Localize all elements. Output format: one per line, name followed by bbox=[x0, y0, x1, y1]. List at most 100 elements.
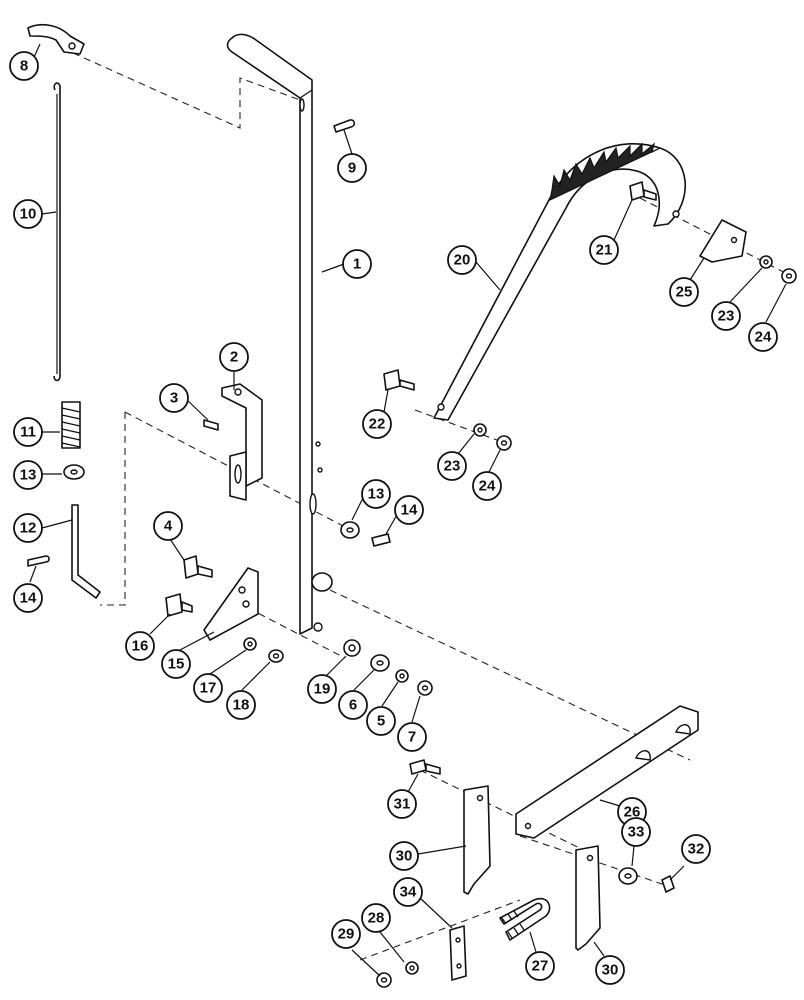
callout-16-label: 16 bbox=[132, 638, 149, 655]
latch-handle-part bbox=[27, 23, 85, 55]
callout-13-right-label: 13 bbox=[368, 486, 385, 503]
callout-15-label: 15 bbox=[168, 656, 185, 673]
callout-8-label: 8 bbox=[20, 58, 28, 75]
callout-23-lower-label: 23 bbox=[444, 458, 461, 475]
callout-4-label: 4 bbox=[164, 518, 173, 535]
callout-24-top-label: 24 bbox=[755, 329, 772, 346]
callout-18-label: 18 bbox=[233, 697, 250, 714]
washer-part-left bbox=[63, 464, 85, 480]
callout-3-label: 3 bbox=[170, 390, 178, 407]
rod-part bbox=[53, 82, 61, 382]
slotted-bar-part bbox=[515, 705, 699, 839]
bracket-part bbox=[221, 383, 263, 501]
callout-17-label: 17 bbox=[200, 680, 217, 697]
washer-part-6 bbox=[370, 654, 390, 672]
callout-21-label: 21 bbox=[596, 242, 613, 259]
lockwasher-part-23-top bbox=[759, 255, 773, 269]
support-plate-part-lower bbox=[575, 845, 601, 951]
callout-34: 34 bbox=[393, 877, 423, 907]
clevis-pin-part bbox=[409, 759, 441, 775]
callout-30-lower-label: 30 bbox=[602, 962, 619, 979]
callout-10: 10 bbox=[13, 199, 43, 229]
callout-29-label: 29 bbox=[338, 926, 355, 943]
u-bolt-part bbox=[499, 897, 551, 941]
callout-22: 22 bbox=[362, 409, 392, 439]
callout-9-label: 9 bbox=[348, 160, 356, 177]
callout-27-label: 27 bbox=[532, 958, 549, 975]
cotter-pin-part-right bbox=[371, 533, 391, 547]
callout-13-left-label: 13 bbox=[20, 467, 37, 484]
callout-16: 16 bbox=[125, 631, 155, 661]
nut-part-7 bbox=[417, 680, 433, 696]
callout-23-top: 23 bbox=[711, 301, 741, 331]
callout-25-label: 25 bbox=[676, 284, 693, 301]
lockwasher-part-28 bbox=[405, 961, 419, 975]
callout-33: 33 bbox=[621, 817, 651, 847]
callout-1: 1 bbox=[342, 249, 372, 279]
lockwasher-part-17 bbox=[243, 637, 257, 651]
nut-part-18 bbox=[268, 649, 284, 663]
callout-14-left: 14 bbox=[13, 583, 43, 613]
nut-part-24-lower bbox=[496, 435, 512, 451]
callout-29: 29 bbox=[331, 919, 361, 949]
bolt-part-22 bbox=[383, 369, 415, 391]
callout-4: 4 bbox=[153, 511, 183, 541]
callout-28: 28 bbox=[361, 903, 391, 933]
main-lever-part bbox=[226, 33, 333, 635]
bolt-part-4 bbox=[183, 555, 213, 579]
callout-24-top: 24 bbox=[748, 322, 778, 352]
callout-23-lower: 23 bbox=[437, 451, 467, 481]
callout-31: 31 bbox=[387, 789, 417, 819]
callout-2-label: 2 bbox=[230, 349, 238, 366]
callout-30-upper-label: 30 bbox=[396, 848, 413, 865]
callout-34-label: 34 bbox=[400, 884, 417, 901]
callout-14-right: 14 bbox=[394, 495, 424, 525]
callout-11-label: 11 bbox=[20, 424, 36, 441]
callout-6: 6 bbox=[338, 690, 368, 720]
pin-part bbox=[203, 419, 219, 431]
callout-21: 21 bbox=[589, 235, 619, 265]
callout-26-label: 26 bbox=[624, 804, 641, 821]
callout-5: 5 bbox=[366, 706, 396, 736]
callout-7-label: 7 bbox=[408, 729, 416, 746]
callout-13-left: 13 bbox=[13, 460, 43, 490]
callout-7: 7 bbox=[397, 722, 427, 752]
lockwasher-part-5 bbox=[395, 669, 409, 683]
callout-5-label: 5 bbox=[377, 713, 385, 730]
callout-22-label: 22 bbox=[369, 416, 386, 433]
bolt-part-21 bbox=[629, 181, 657, 201]
callout-2: 2 bbox=[219, 342, 249, 372]
callout-33-label: 33 bbox=[628, 824, 645, 841]
spacer-part-19 bbox=[343, 639, 361, 657]
cotter-pin-part-top bbox=[333, 119, 356, 133]
callout-30-lower: 30 bbox=[595, 955, 625, 985]
callout-23-top-label: 23 bbox=[718, 308, 735, 325]
cotter-pin-part-left bbox=[27, 555, 50, 567]
clamp-plate-part bbox=[449, 925, 467, 981]
cotter-pin-part-32 bbox=[661, 875, 675, 893]
callout-32: 32 bbox=[681, 834, 711, 864]
callout-20-label: 20 bbox=[454, 252, 471, 269]
callout-27: 27 bbox=[525, 951, 555, 981]
washer-part-right bbox=[340, 521, 360, 539]
callout-14-left-label: 14 bbox=[20, 590, 37, 607]
quadrant-part bbox=[433, 142, 687, 421]
support-plate-part-upper bbox=[463, 785, 491, 895]
callout-11: 11 bbox=[13, 417, 43, 447]
callout-24-lower-label: 24 bbox=[479, 478, 496, 495]
callout-24-lower: 24 bbox=[472, 471, 502, 501]
bent-link-part bbox=[71, 504, 101, 599]
callout-12: 12 bbox=[13, 513, 43, 543]
callout-18: 18 bbox=[226, 690, 256, 720]
callout-9: 9 bbox=[337, 153, 367, 183]
callout-15: 15 bbox=[161, 649, 191, 679]
callout-14-right-label: 14 bbox=[401, 502, 418, 519]
callout-32-label: 32 bbox=[688, 841, 705, 858]
callout-1-label: 1 bbox=[353, 256, 361, 273]
nut-part-24-top bbox=[781, 268, 797, 284]
callout-10-label: 10 bbox=[20, 206, 37, 223]
lockwasher-part-23-lower bbox=[473, 423, 487, 437]
callout-3: 3 bbox=[159, 383, 189, 413]
washer-part-33 bbox=[618, 867, 638, 885]
